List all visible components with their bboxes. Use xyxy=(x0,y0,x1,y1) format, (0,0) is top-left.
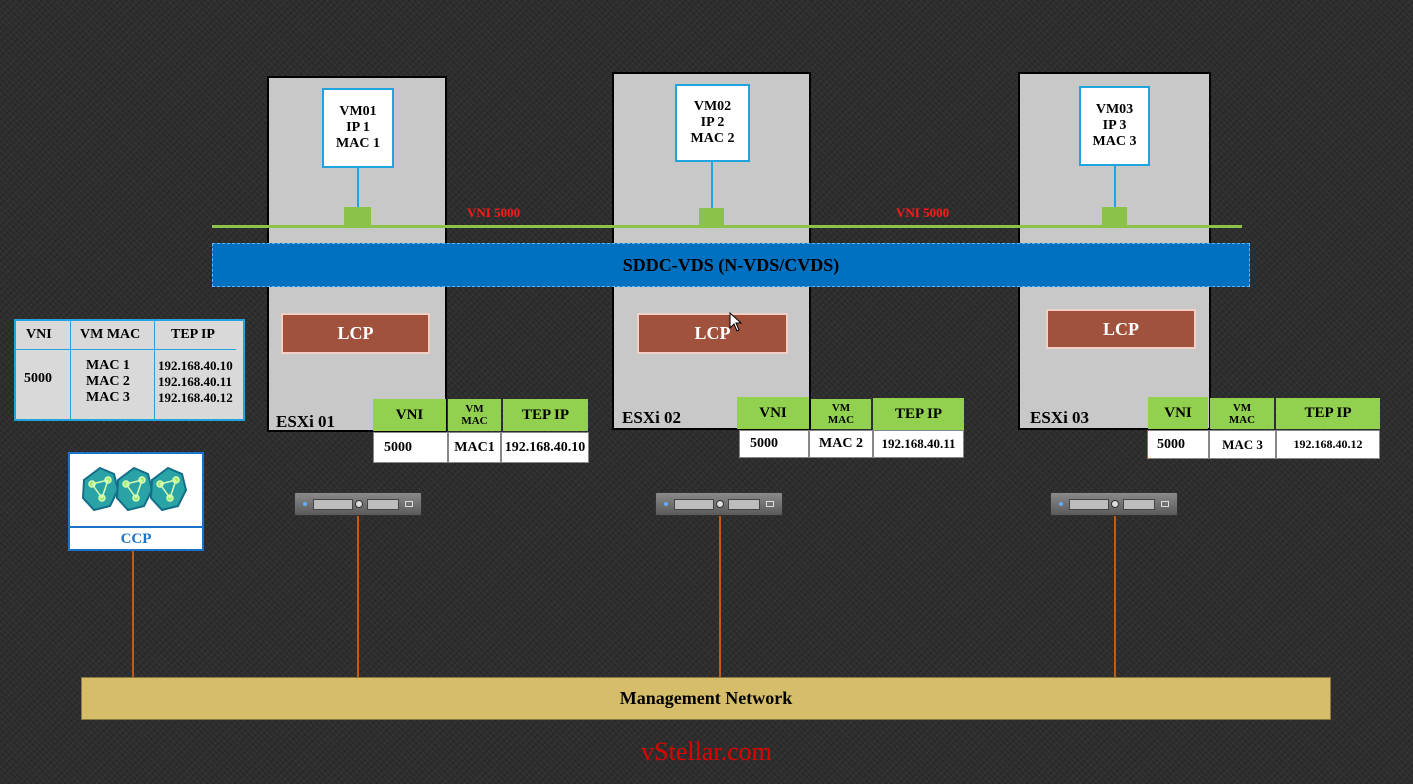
host2-table-header-mac: VM MAC xyxy=(811,399,871,429)
host1-table-mac: MAC1 xyxy=(448,432,501,463)
ccp-label: CCP xyxy=(120,531,152,547)
ccp-table-mac-1: MAC 1 xyxy=(86,358,130,373)
ccp-table-col-divider-2 xyxy=(154,321,155,419)
ccp-divider xyxy=(70,526,202,528)
lcp-esxi-02-label: LCP xyxy=(694,323,731,343)
ccp-table-mac-3: MAC 3 xyxy=(86,390,130,405)
vm01-name: VM01 xyxy=(339,104,377,119)
vm02-name: VM02 xyxy=(693,99,732,114)
esxi-03-label: ESXi 03 xyxy=(1030,408,1090,427)
ccp-cluster-icon xyxy=(81,466,188,512)
esxi-01-mgmt-link xyxy=(357,516,359,677)
ccp-mac-table: VNI VM MAC TEP IP 5000 MAC 1 MAC 2 MAC 3… xyxy=(14,319,245,421)
lcp-esxi-02: LCP xyxy=(637,313,788,354)
host3-table-header-tep: TEP IP xyxy=(1276,398,1380,429)
vm01-ip: IP 1 xyxy=(346,120,370,135)
ccp-table-header-tep: TEP IP xyxy=(171,327,215,342)
ccp-table-mac-2: MAC 2 xyxy=(86,374,130,389)
vm03-port xyxy=(1102,207,1127,226)
host3-table-tep: 192.168.40.12 xyxy=(1276,430,1380,459)
sddc-vds-bar: SDDC-VDS (N-VDS/CVDS) xyxy=(212,243,1250,287)
host2-table-vni: 5000 xyxy=(739,430,809,458)
host2-table-header-vni: VNI xyxy=(737,397,809,429)
lcp-esxi-03-label: LCP xyxy=(1103,318,1139,339)
sddc-vds-label: SDDC-VDS (N-VDS/CVDS) xyxy=(622,254,840,275)
vm03-mac: MAC 3 xyxy=(1092,134,1137,149)
esxi-03-mgmt-link xyxy=(1114,516,1116,677)
ccp-mgmt-link xyxy=(132,551,134,677)
vm02-mac: MAC 2 xyxy=(690,131,735,146)
host1-table-tep: 192.168.40.10 xyxy=(501,432,589,463)
host3-table-vni: 5000 xyxy=(1147,430,1209,459)
ccp-table-tep-3: 192.168.40.12 xyxy=(158,390,233,405)
footer-brand: vStellar.com xyxy=(641,737,772,766)
management-network-bar: Management Network xyxy=(81,677,1331,720)
host2-table-mac: MAC 2 xyxy=(809,430,873,458)
host1-table-header-tep: TEP IP xyxy=(503,399,588,431)
host1-table-header-mac: VM MAC xyxy=(448,399,501,431)
vm02-box: VM02 IP 2 MAC 2 xyxy=(675,84,750,162)
vm02-link xyxy=(711,162,713,208)
esxi-02-label: ESXi 02 xyxy=(622,408,682,427)
ccp-table-tep-1: 192.168.40.10 xyxy=(158,358,233,373)
host2-table-tep: 192.168.40.11 xyxy=(873,430,964,458)
host1-table-header-mac-text: VM MAC xyxy=(461,403,488,427)
vm01-link xyxy=(357,168,359,208)
ccp-table-header-mac: VM MAC xyxy=(80,327,141,342)
mouse-cursor-icon xyxy=(729,312,743,332)
host3-table-header-vni: VNI xyxy=(1148,397,1208,429)
host3-table-header-mac: VM MAC xyxy=(1210,398,1274,429)
server-icon-esxi-03 xyxy=(1050,492,1178,516)
management-network-label: Management Network xyxy=(619,688,793,708)
vni-label-right: VNI 5000 xyxy=(896,205,950,220)
host3-table-header-mac-text: VM MAC xyxy=(1228,401,1256,426)
vm01-mac: MAC 1 xyxy=(336,136,380,151)
ccp-table-col-divider-1 xyxy=(70,321,71,419)
host2-table-header-tep: TEP IP xyxy=(873,398,964,430)
server-icon-esxi-02 xyxy=(655,492,783,516)
vm02-ip: IP 2 xyxy=(700,115,725,130)
vm01-box: VM01 IP 1 MAC 1 xyxy=(322,88,394,168)
vm03-link xyxy=(1114,166,1116,208)
vm03-ip: IP 3 xyxy=(1102,118,1127,133)
lcp-esxi-03: LCP xyxy=(1046,309,1196,349)
host3-table-mac: MAC 3 xyxy=(1209,430,1276,459)
ccp-table-header-vni: VNI xyxy=(26,327,52,342)
lcp-esxi-01: LCP xyxy=(281,313,430,354)
host1-table-vni: 5000 xyxy=(373,432,448,463)
vni-segment-line xyxy=(212,225,1242,228)
vm01-port xyxy=(344,207,371,226)
host2-table-header-mac-text: VM MAC xyxy=(827,402,855,426)
lcp-esxi-01-label: LCP xyxy=(337,323,374,343)
vm03-name: VM03 xyxy=(1095,102,1134,117)
vm03-box: VM03 IP 3 MAC 3 xyxy=(1079,86,1150,166)
ccp-table-header-divider xyxy=(16,349,236,350)
server-icon-esxi-01 xyxy=(294,492,422,516)
esxi-02-mgmt-link xyxy=(719,516,721,677)
esxi-01-label: ESXi 01 xyxy=(276,412,336,431)
ccp-table-vni: 5000 xyxy=(24,371,52,386)
ccp-table-tep-2: 192.168.40.11 xyxy=(158,374,233,389)
host1-table-header-vni: VNI xyxy=(373,399,446,431)
ccp-box: CCP xyxy=(68,452,204,551)
vm02-port xyxy=(699,208,724,226)
vni-label-left: VNI 5000 xyxy=(467,205,521,220)
